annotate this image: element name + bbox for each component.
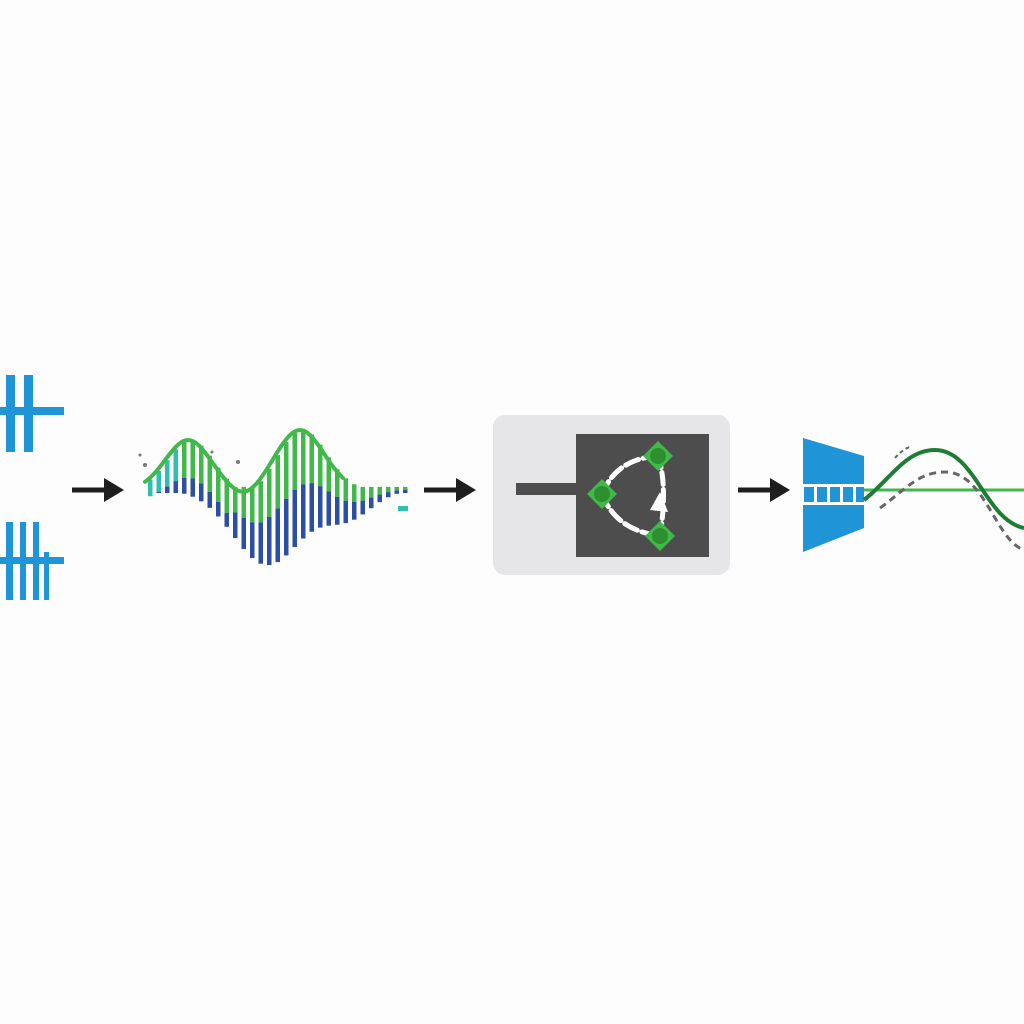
wave-sample-bar-lower [335,496,340,525]
wave-sample-bar-upper [292,432,297,490]
wave-sample-bar-upper [275,455,280,509]
wave-sample-bar-lower [301,484,306,539]
arrow-right-icon [72,478,124,502]
wave-sample-bar-upper [284,442,289,499]
filter-output-icon [800,438,1024,552]
wave-sample-bar-lower [360,500,365,515]
wave-sample-bar-lower [156,492,161,493]
wave-tail [398,506,408,511]
wave-sample-bar-upper [224,478,229,513]
wave-sample-bar-upper [369,487,374,498]
wave-sample-bar-upper [318,444,323,487]
wave-sample-bar-upper [156,471,161,493]
wave-sample-bar-lower [267,516,272,566]
wave-sample-bar-lower [216,502,221,517]
wave-sample-bar-lower [250,522,255,559]
wave-sample-bar-upper [148,479,153,497]
wave-sample-bar-lower [326,491,331,526]
wave-sample-bar-upper [352,484,357,502]
wave-sample-bar-upper [250,487,255,523]
wave-sample-bar-upper [343,478,348,501]
wave-sample-bar-lower [224,512,229,527]
pulse-bars-icon [0,375,64,600]
wave-sample-bar-upper [190,440,195,479]
processor-box [493,415,730,575]
wave-sample-bar-lower [309,483,314,532]
wave-sample-bar-upper [173,449,178,482]
wave-sample-bar-upper [326,457,331,492]
wave-sample-bar-lower [182,477,187,494]
wave-sample-bar-lower [352,501,357,520]
wave-sample-bar-upper [233,487,238,513]
wave-sample-bar-upper [394,487,399,491]
wave-sample-bar-lower [275,508,280,563]
wave-sample-bar-lower [199,483,204,502]
wave-sample-bar-upper [301,430,306,485]
arrow-right-icon [424,478,476,502]
graph-node [643,441,673,471]
wave-sample-bar-upper [199,445,204,484]
wave-sample-bar-lower [386,492,391,498]
wave-sample-bar-lower [369,497,374,509]
graph-node [587,479,617,509]
wave-sample-bar-lower [284,498,289,556]
wave-sample-bar-lower [394,490,399,494]
wave-sample-bar-upper [386,487,391,493]
wave-sample-bar-upper [360,487,365,501]
sampled-wave-icon [138,428,408,566]
wave-sample-bar-upper [182,441,187,478]
wave-sample-bar-upper [216,467,221,503]
wave-sample-bar-upper [267,468,272,517]
wave-sample-bar-lower [403,490,408,493]
wave-sample-bar-upper [241,487,246,519]
node-graph-icon [587,441,675,551]
arrow-right-icon [738,478,790,502]
wave-sample-bar-upper [258,481,263,523]
wave-sample-bar-lower [343,500,348,524]
wave-sample-bar-upper [403,487,408,490]
wave-sample-bar-lower [190,478,195,497]
graph-node [645,521,675,551]
wave-sample-bar-lower [233,512,238,539]
wave-sample-bar-lower [165,486,170,493]
wave-sample-bar-lower [207,491,212,508]
wave-sample-bar-lower [318,486,323,528]
wave-sample-bar-upper [165,460,170,487]
wave-sample-bar-upper [309,434,314,484]
wave-sample-bar-lower [241,518,246,550]
wave-sample-bar-lower [258,522,263,564]
wave-sample-bar-lower [292,489,297,547]
wave-sample-bar-upper [207,455,212,492]
wave-sample-bar-upper [377,487,382,495]
wave-sample-bar-lower [173,481,178,493]
wave-sample-bar-lower [377,494,382,503]
wave-sample-bar-upper [335,469,340,497]
